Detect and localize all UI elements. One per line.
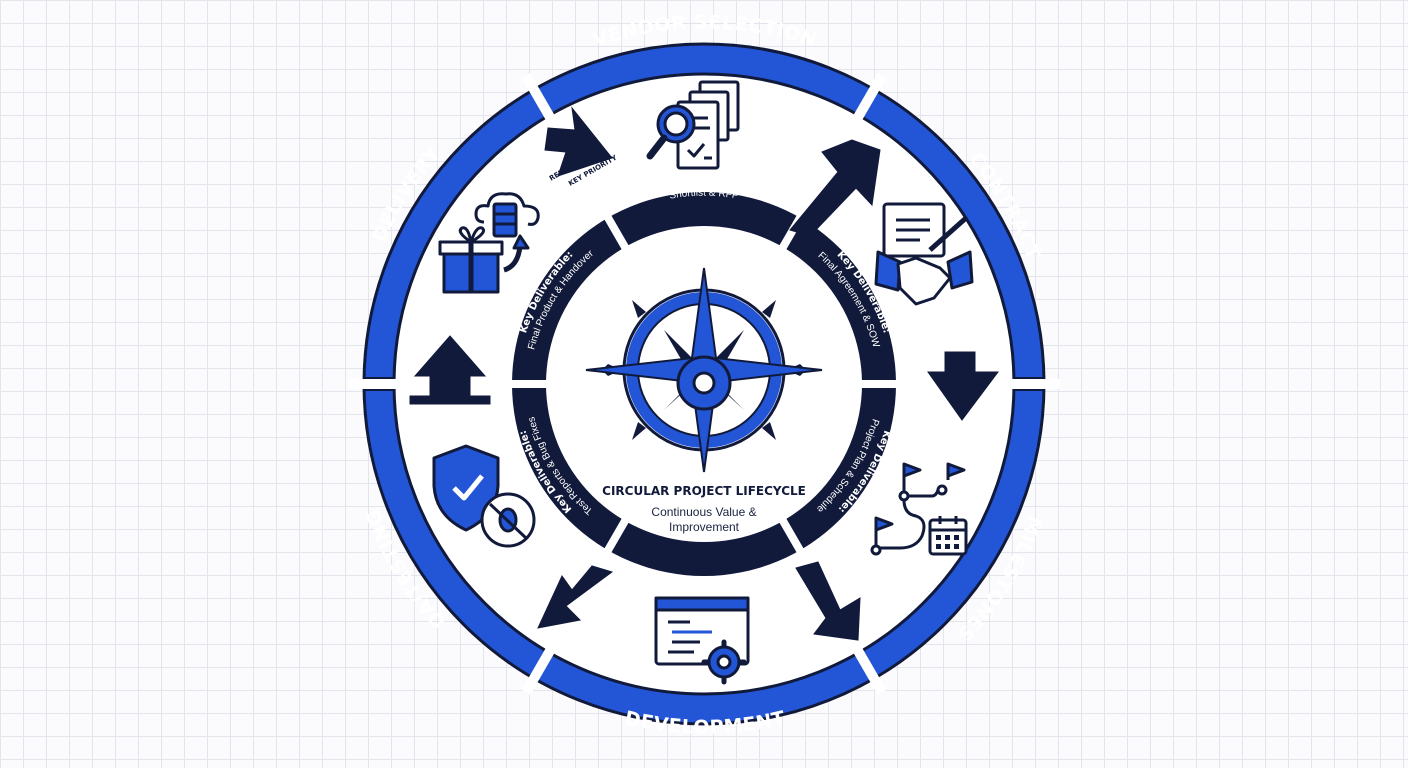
hub-title: CIRCULAR PROJECT LIFECYCLE [602, 484, 806, 498]
code-window-gear-icon [654, 596, 750, 685]
deliverable-title: Key Deliverable: [656, 176, 752, 192]
milestone-flags-icon [870, 462, 968, 556]
deliverable-vendor-selection: Key Deliverable: Shortlist & RFP [656, 176, 752, 202]
deliverable-title: Key Deliverable: [657, 572, 750, 588]
flow-arrow-qa-to-delivery [409, 335, 491, 405]
flow-arrow-milestones-to-development [795, 561, 861, 641]
flow-arrow-delivery-to-vendor [544, 106, 613, 177]
hub-subtitle-line-1: Continuous Value & [651, 505, 756, 519]
compass-icon [585, 267, 823, 473]
handshake-contract-icon [874, 202, 974, 306]
flow-arrow-vendor-to-contract [789, 139, 881, 237]
flow-arrow-development-to-qa [537, 565, 614, 629]
document-search-icon [646, 80, 740, 170]
shield-bug-icon [432, 444, 536, 548]
hub-subtitle-line-2: Improvement [669, 520, 740, 534]
phase-divider-outlines [364, 377, 1044, 391]
flow-arrows [409, 106, 999, 641]
flow-arrow-contract-to-milestones [927, 351, 999, 421]
gift-cloud-server-icon [438, 192, 540, 294]
deliverable-text: Shortlist & RFP [669, 188, 740, 202]
